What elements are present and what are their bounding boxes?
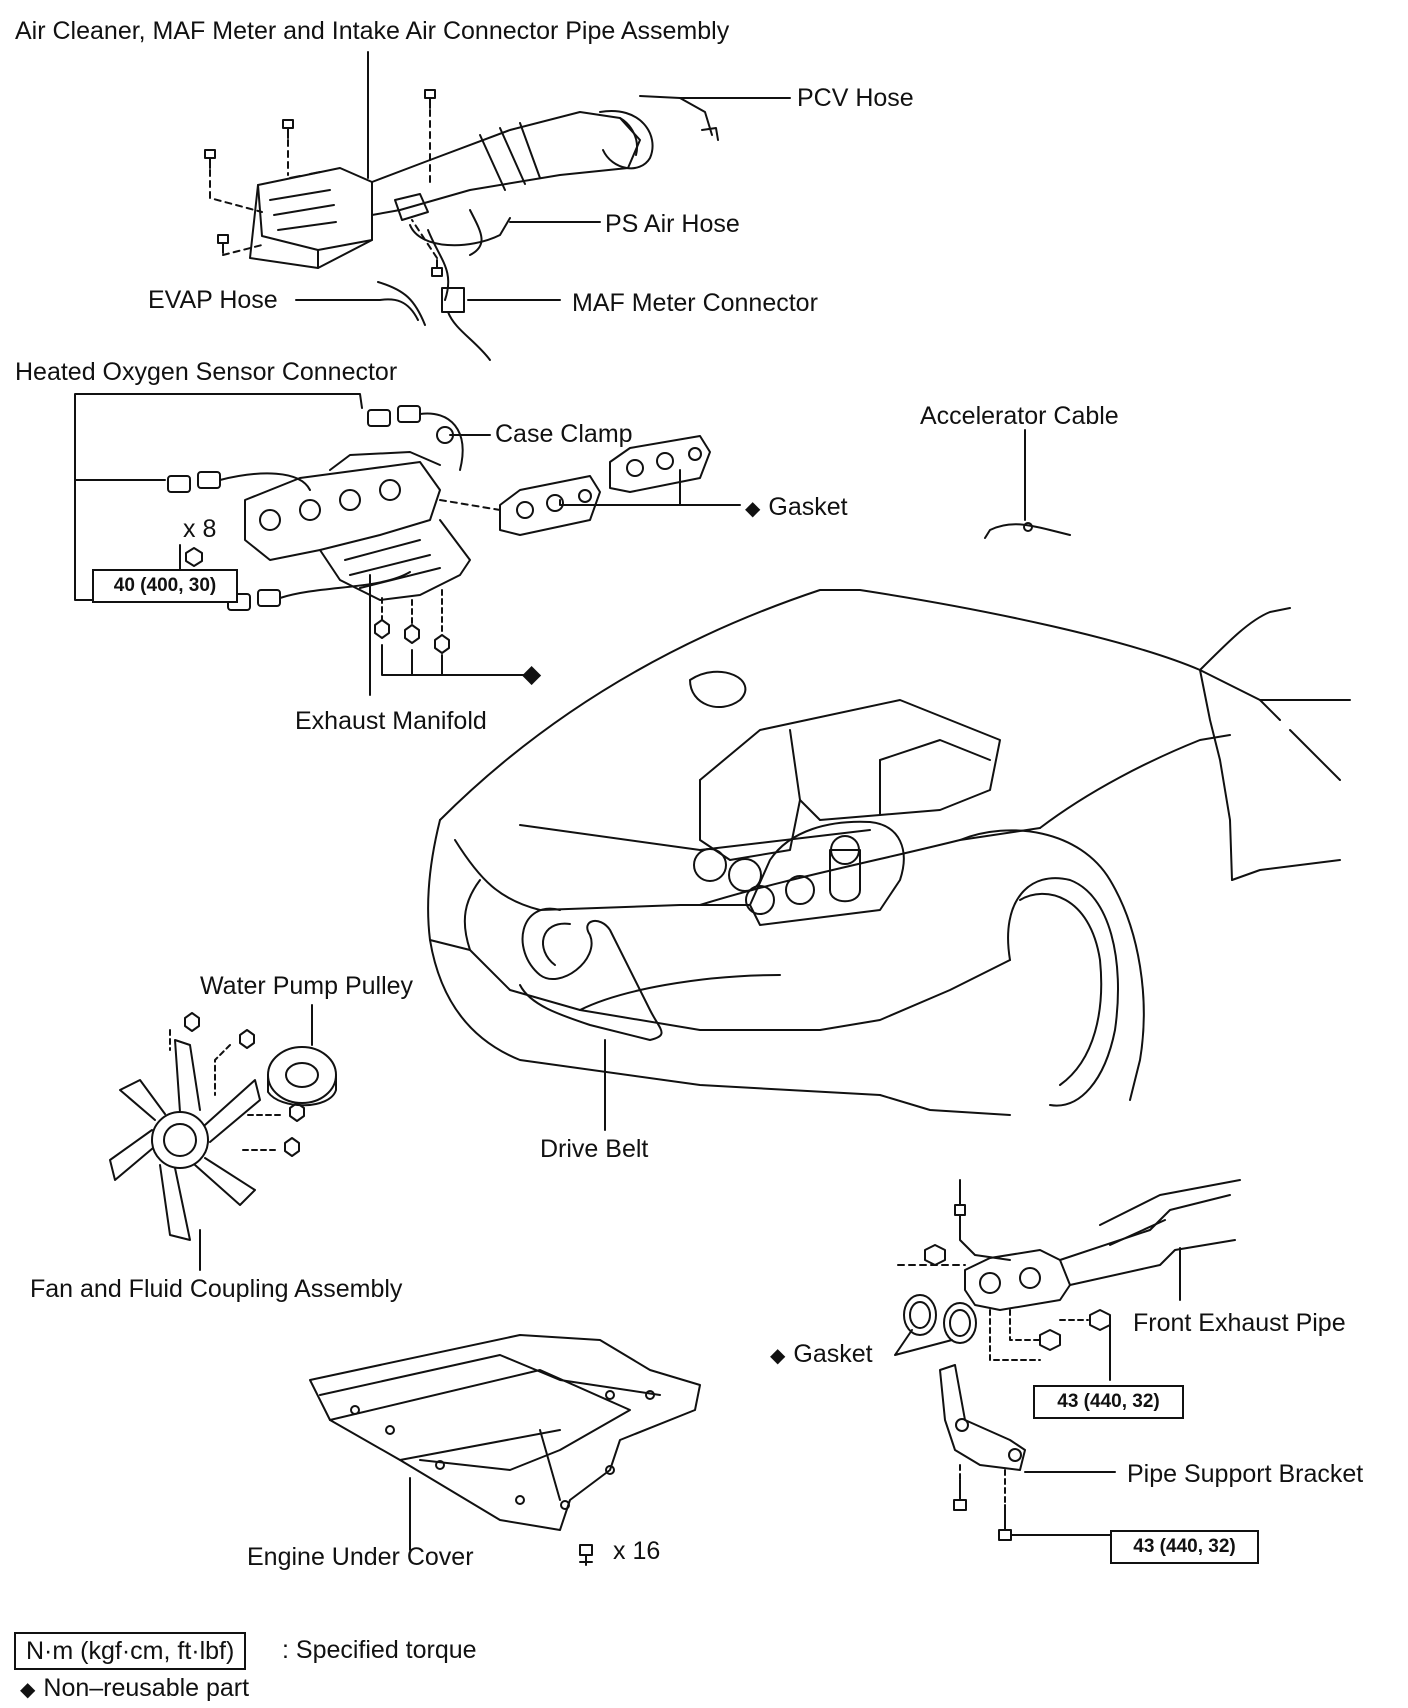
nonreusable-icon: ◆ [770,1345,786,1367]
legend-torque-desc: : Specified torque [282,1636,477,1664]
label-fan-coupling: Fan and Fluid Coupling Assembly [30,1275,403,1303]
x8-nut-icon [185,547,203,567]
label-pipe-support-bracket: Pipe Support Bracket [1127,1460,1364,1488]
maf-harness [447,311,491,361]
exhaust-manifold-part [244,451,471,601]
nonreusable-icon: ◆ [20,1679,36,1701]
ho2-connectors [167,405,464,611]
label-pcv-hose: PCV Hose [797,84,914,112]
label-ho2-connector: Heated Oxygen Sensor Connector [15,358,398,386]
air-cleaner-bolts [204,89,443,277]
leader-ho2-connector [74,393,363,601]
leader-manifold [369,574,529,696]
legend-nonreusable: ◆ Non–reusable part [20,1674,249,1704]
gaskets-lower-part [903,1294,977,1344]
engine-under-cover-part [309,1334,701,1531]
cable-end [1023,522,1033,532]
pipe-support-bracket-part [939,1364,1026,1471]
label-gasket-lower: ◆ Gasket [770,1340,873,1370]
label-front-exhaust-pipe: Front Exhaust Pipe [1133,1309,1346,1337]
label-accelerator-cable: Accelerator Cable [920,402,1119,430]
label-air-cleaner-assembly: Air Cleaner, MAF Meter and Intake Air Co… [15,17,730,45]
car-body [427,589,1351,1116]
front-exhaust-pipe-part [964,1179,1241,1311]
fan-coupling-part [109,1039,261,1241]
legend-torque-unit: N·m (kgf·cm, ft·lbf) [14,1632,247,1670]
manifold-nuts [374,619,450,654]
x16-bolt-icon [579,1544,593,1566]
torque-box-exhaust-pipe: 43 (440, 32) [1033,1385,1184,1419]
leader-evap-hose [295,298,419,321]
label-engine-under-cover: Engine Under Cover [247,1543,474,1571]
air-cleaner-dashes [209,109,438,259]
fan-nuts [184,1012,305,1157]
label-water-pump-pulley: Water Pump Pulley [200,972,414,1000]
nonreusable-icon: ◆ [745,498,761,520]
gaskets-upper-part [499,435,711,536]
nut-dashes [381,589,443,636]
pipe-bolt-3 [1039,1329,1061,1351]
label-x8: x 8 [183,515,217,543]
water-pump-pulley-part [267,1046,337,1107]
legend-nonreusable-text: Non–reusable part [43,1674,250,1702]
evap-hose-part [377,281,426,326]
label-gasket-upper: ◆ Gasket [745,493,848,523]
label-maf-connector: MAF Meter Connector [572,289,818,317]
engine-bay [689,670,1001,915]
ho2-sensor-lower [954,1179,1011,1261]
nonreusable-nuts-icon: ◆ [522,660,542,688]
air-cleaner-assembly [249,95,719,301]
gasket-dash [439,499,501,511]
case-clamp-part [436,426,454,444]
label-drive-belt: Drive Belt [540,1135,649,1163]
label-evap-hose: EVAP Hose [148,286,278,314]
torque-box-bracket: 43 (440, 32) [1110,1530,1259,1564]
pipe-dashes [989,1309,1089,1361]
maf-connector-part [441,287,465,313]
bracket-dashes [959,1464,1006,1506]
leader-gasket-upper [559,469,741,506]
label-ps-air-hose: PS Air Hose [605,210,740,238]
pipe-bolt-2 [1089,1309,1111,1331]
gasket-lower-text: Gasket [793,1340,873,1368]
drive-belt-part [519,907,663,1041]
fan-dashes [169,1029,281,1151]
leader-gasket-lower [894,1329,953,1356]
bracket-bolts [953,1479,1012,1541]
gasket-upper-text: Gasket [768,493,848,521]
pipe-bolt-1 [924,1244,946,1266]
label-case-clamp: Case Clamp [495,420,633,448]
torque-box-manifold: 40 (400, 30) [92,569,238,603]
label-x16: x 16 [613,1537,661,1565]
label-exhaust-manifold: Exhaust Manifold [295,707,487,735]
